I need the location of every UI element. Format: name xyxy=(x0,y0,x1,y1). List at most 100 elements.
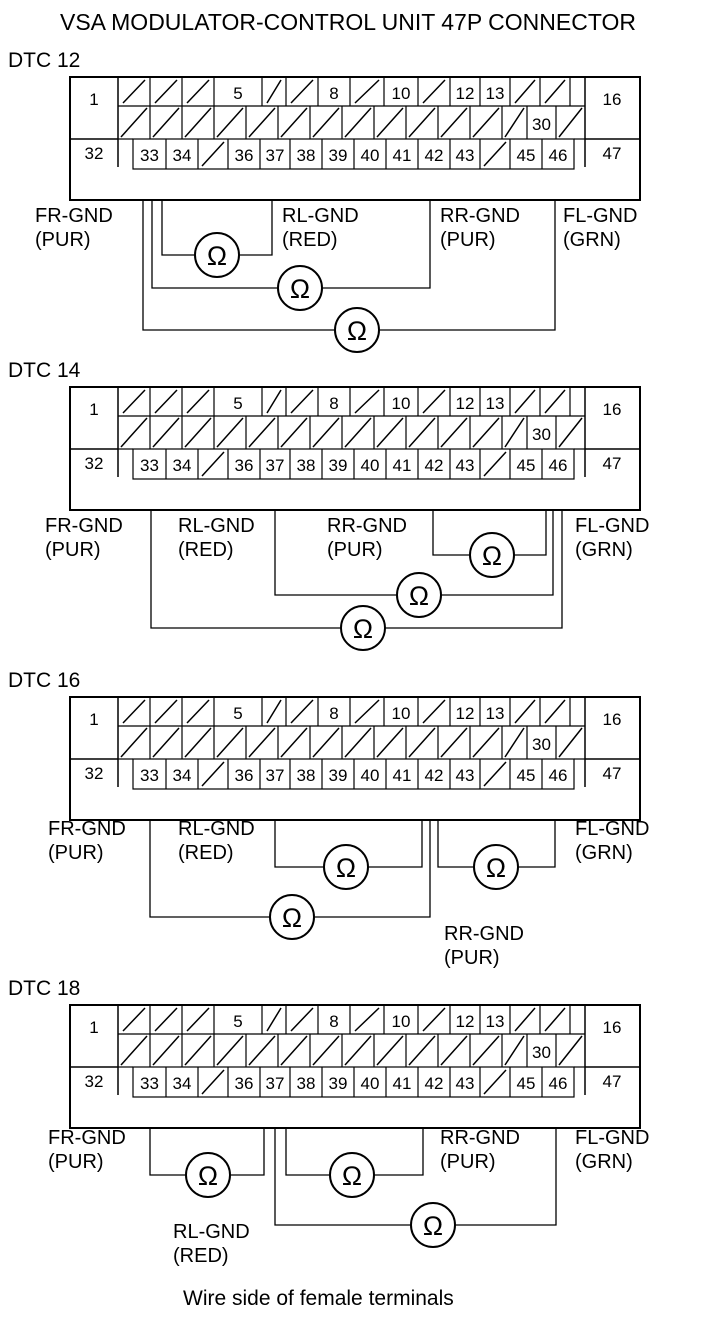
wire-color: (PUR) xyxy=(45,539,101,561)
diagram-title: VSA MODULATOR-CONTROL UNIT 47P CONNECTOR xyxy=(60,9,636,35)
unused-terminal-slash xyxy=(376,107,404,138)
unused-terminal-slash xyxy=(440,727,468,758)
terminal-label: 10 xyxy=(392,84,411,103)
terminal-label: 47 xyxy=(603,1072,622,1091)
unused-terminal-slash xyxy=(120,417,148,448)
ground-wire-label: RR-GND(PUR) xyxy=(440,205,520,251)
unused-terminal-slash xyxy=(312,417,340,448)
unused-terminal-slash xyxy=(354,389,380,414)
terminal-label: 45 xyxy=(517,766,536,785)
terminal-label: 12 xyxy=(456,394,475,413)
terminal-label: 12 xyxy=(456,1012,475,1031)
terminal-label: 34 xyxy=(173,766,192,785)
terminal-label: 43 xyxy=(456,1074,475,1093)
unused-terminal-slash xyxy=(354,699,380,724)
unused-terminal-slash xyxy=(186,389,210,414)
ohm-glyph: Ω xyxy=(409,581,429,611)
unused-terminal-slash xyxy=(440,1035,468,1066)
unused-terminal-slash xyxy=(344,417,372,448)
wire-color: (PUR) xyxy=(440,229,496,251)
terminal-label: 13 xyxy=(486,84,505,103)
terminal-label: 41 xyxy=(393,1074,412,1093)
terminal-label: 8 xyxy=(329,704,338,723)
wire-color: (GRN) xyxy=(575,1151,633,1173)
unused-terminal-slash xyxy=(544,389,566,414)
ground-wire-label: FL-GND(GRN) xyxy=(575,818,649,864)
ground-wire-label: FR-GND(PUR) xyxy=(48,1127,126,1173)
unused-terminal-slash xyxy=(154,699,178,724)
ohm-glyph: Ω xyxy=(486,853,506,883)
panel-dtc-label: DTC 16 xyxy=(8,669,80,692)
terminal-label: 30 xyxy=(532,115,551,134)
terminal-label: 37 xyxy=(266,766,285,785)
terminal-label: 34 xyxy=(173,146,192,165)
terminal-label: 16 xyxy=(603,710,622,729)
unused-terminal-slash xyxy=(354,1007,380,1032)
unused-terminal-slash xyxy=(472,727,500,758)
terminal-label: 36 xyxy=(235,146,254,165)
terminal-label: 5 xyxy=(233,84,242,103)
unused-terminal-slash xyxy=(216,1035,244,1066)
unused-terminal-slash xyxy=(120,727,148,758)
unused-terminal-slash xyxy=(248,107,276,138)
unused-terminal-slash xyxy=(280,1035,308,1066)
measurement-wire: Ω xyxy=(274,1127,557,1248)
unused-terminal-slash xyxy=(152,107,180,138)
wire-name: FL-GND xyxy=(575,1127,649,1149)
terminal-label: 13 xyxy=(486,1012,505,1031)
unused-terminal-slash xyxy=(186,79,210,104)
unused-terminal-slash xyxy=(201,761,225,787)
wire-color: (RED) xyxy=(282,229,338,251)
terminal-label: 1 xyxy=(89,1018,98,1037)
measurement-wire: Ω xyxy=(274,509,554,618)
unused-terminal-slash xyxy=(408,727,436,758)
ground-wire-label: FR-GND(PUR) xyxy=(35,205,113,251)
unused-terminal-slash xyxy=(248,1035,276,1066)
unused-terminal-slash xyxy=(184,417,212,448)
panel-dtc-label: DTC 12 xyxy=(8,49,80,72)
wire-name: FR-GND xyxy=(48,818,126,840)
terminal-label: 45 xyxy=(517,146,536,165)
ohm-glyph: Ω xyxy=(353,614,373,644)
unused-terminal-slash xyxy=(312,727,340,758)
terminal-label: 43 xyxy=(456,146,475,165)
terminal-label: 32 xyxy=(85,1072,104,1091)
unused-terminal-slash xyxy=(558,727,583,758)
measurement-wire: Ω xyxy=(274,819,423,890)
terminal-label: 12 xyxy=(456,704,475,723)
wire-name: FL-GND xyxy=(575,515,649,537)
unused-terminal-slash xyxy=(422,79,446,104)
terminal-label: 43 xyxy=(456,766,475,785)
unused-terminal-slash xyxy=(472,1035,500,1066)
terminal-label: 5 xyxy=(233,394,242,413)
unused-terminal-slash xyxy=(152,1035,180,1066)
terminal-label: 38 xyxy=(297,456,316,475)
terminal-label: 38 xyxy=(297,766,316,785)
unused-terminal-slash xyxy=(504,107,525,138)
wire-name: RR-GND xyxy=(440,205,520,227)
unused-terminal-slash xyxy=(290,389,314,414)
wire-name: RR-GND xyxy=(327,515,407,537)
unused-terminal-slash xyxy=(376,417,404,448)
ground-wire-label: FL-GND(GRN) xyxy=(575,1127,649,1173)
terminal-label: 32 xyxy=(85,144,104,163)
unused-terminal-slash xyxy=(544,699,566,724)
wire-color: (RED) xyxy=(173,1245,229,1267)
terminal-label: 34 xyxy=(173,456,192,475)
unused-terminal-slash xyxy=(122,389,146,414)
unused-terminal-slash xyxy=(558,1035,583,1066)
unused-terminal-slash xyxy=(122,699,146,724)
ohmmeter-symbol xyxy=(185,1152,231,1198)
unused-terminal-slash xyxy=(201,1069,225,1095)
terminal-label: 32 xyxy=(85,764,104,783)
unused-terminal-slash xyxy=(216,417,244,448)
terminal-label: 42 xyxy=(425,766,444,785)
unused-terminal-slash xyxy=(376,1035,404,1066)
ground-wire-label: FR-GND(PUR) xyxy=(48,818,126,864)
unused-terminal-slash xyxy=(266,389,282,414)
unused-terminal-slash xyxy=(201,451,225,477)
terminal-label: 16 xyxy=(603,400,622,419)
unused-terminal-slash xyxy=(544,79,566,104)
terminal-label: 37 xyxy=(266,146,285,165)
